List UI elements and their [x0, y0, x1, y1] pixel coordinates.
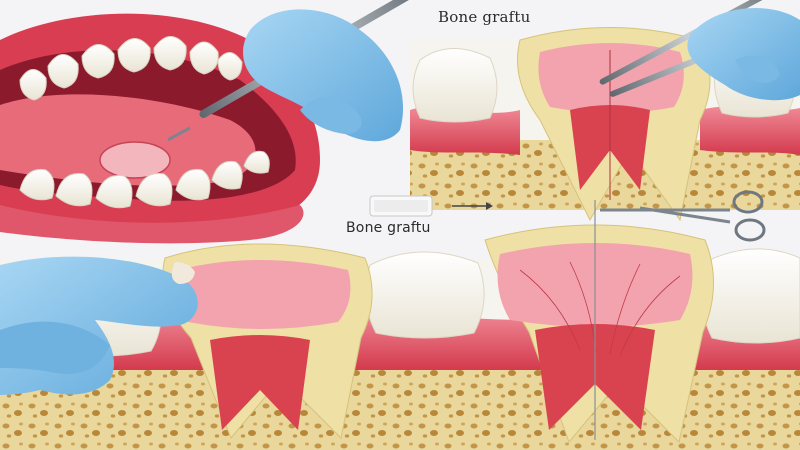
bone-graft-label-middle: Bone graftu — [346, 220, 431, 236]
scissors-icon — [600, 190, 766, 242]
glove-top-center — [243, 9, 404, 142]
glove-bottom-left — [0, 256, 198, 395]
bone-graft-label-top: Bone graftu — [438, 8, 531, 26]
glove-top-right — [687, 7, 800, 101]
bone-graft-block-icon — [369, 195, 433, 217]
arrow-right-icon — [452, 202, 493, 210]
open-mouth-illustration — [0, 13, 320, 244]
